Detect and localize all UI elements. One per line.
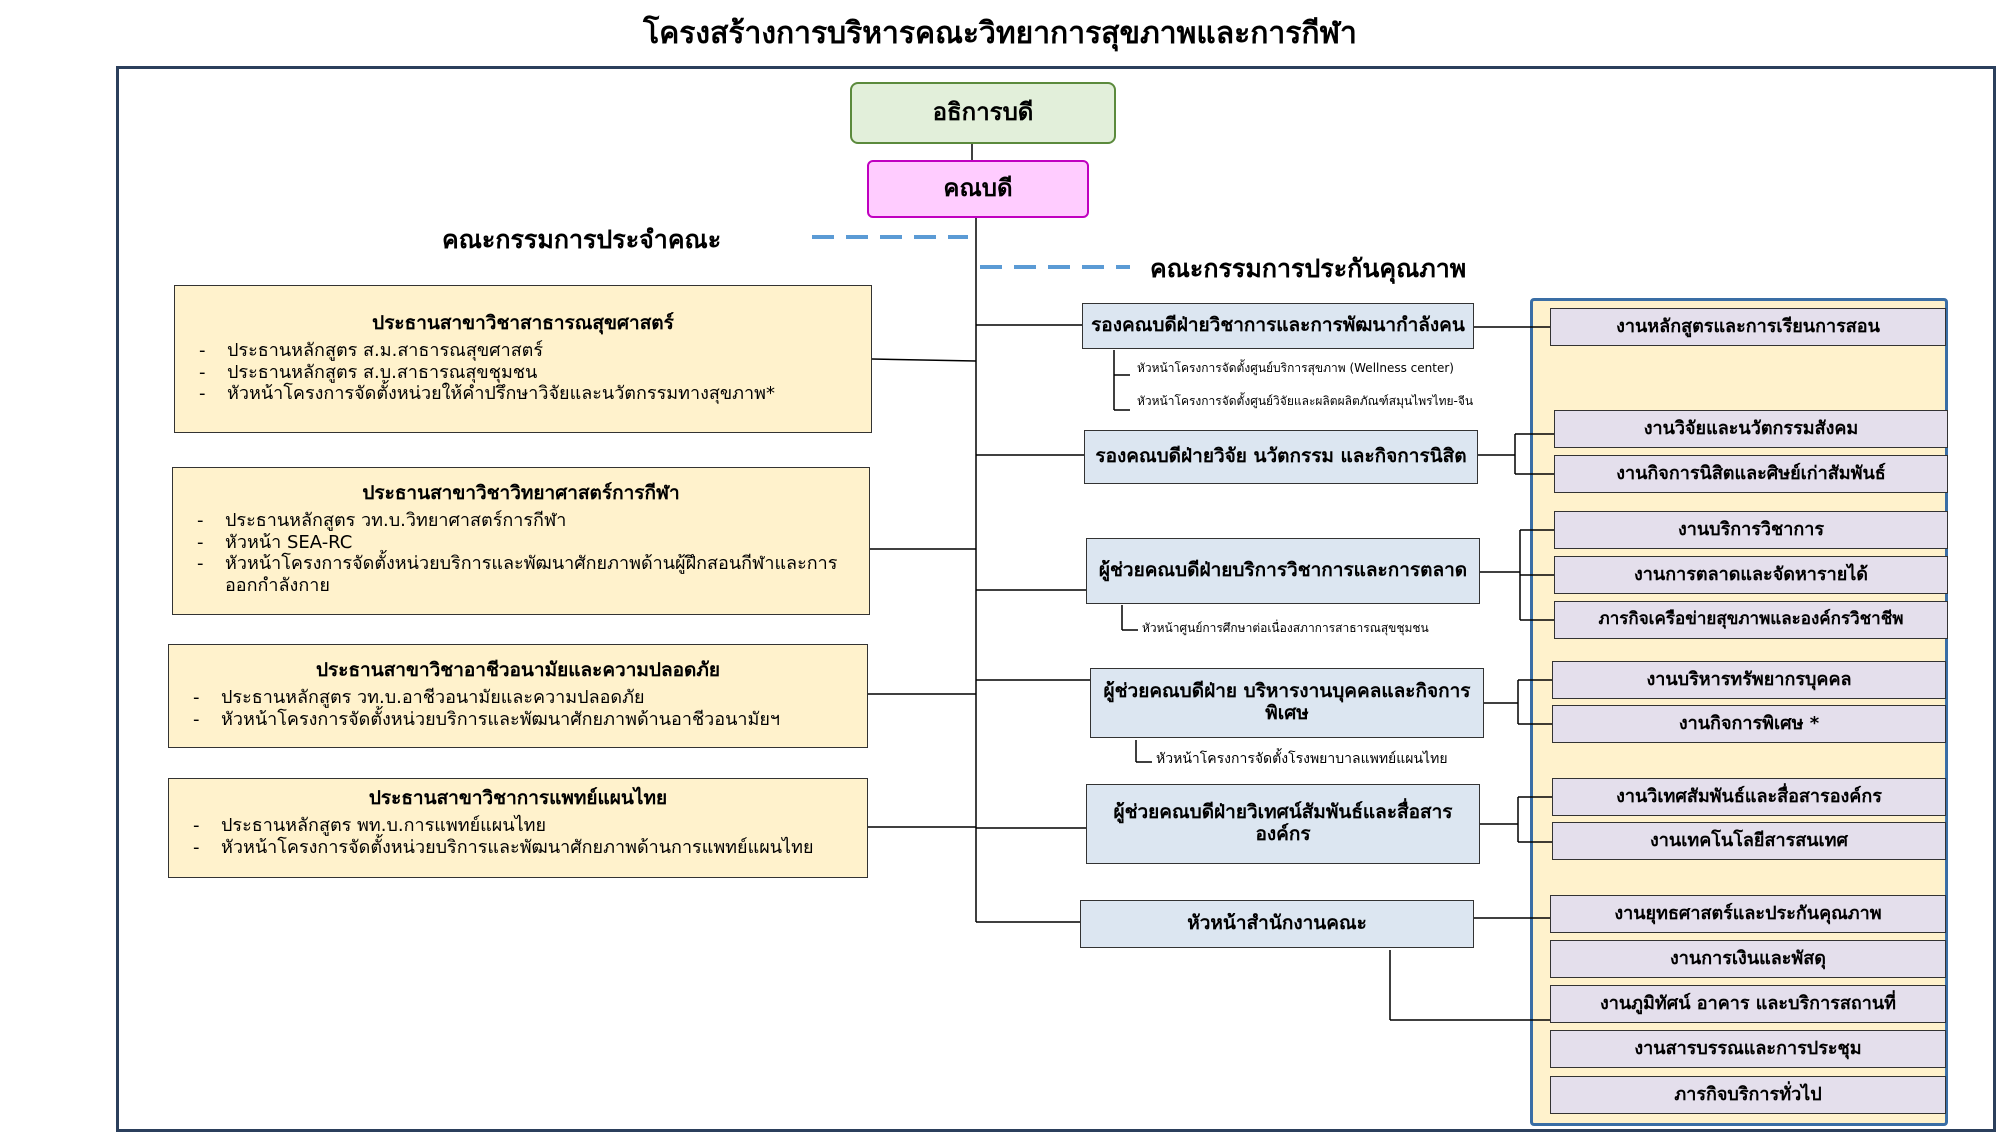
program-box-occupational-health: ประธานสาขาวิชาอาชีวอนามัยและความปลอดภัย … xyxy=(168,644,868,748)
unit-social-research: งานวิจัยและนวัตกรรมสังคม xyxy=(1554,410,1948,448)
program-item: หัวหน้าโครงการจัดตั้งหน่วยบริการและพัฒนา… xyxy=(187,553,855,596)
unit-human-resources: งานบริหารทรัพยากรบุคคล xyxy=(1552,661,1946,699)
program-item: ประธานหลักสูตร ส.ม.สาธารณสุขศาสตร์ xyxy=(189,340,857,362)
unit-general-service: ภารกิจบริการทั่วไป xyxy=(1550,1076,1946,1114)
program-box-public-health: ประธานสาขาวิชาสาธารณสุขศาสตร์ ประธานหลัก… xyxy=(174,285,872,433)
manager-personnel: ผู้ช่วยคณบดีฝ่าย บริหารงานบุคคลและกิจการ… xyxy=(1090,668,1484,738)
faculty-committee-label: คณะกรรมการประจำคณะ xyxy=(442,225,722,254)
unit-health-network: ภารกิจเครือข่ายสุขภาพและองค์กรวิชาชีพ xyxy=(1554,601,1948,639)
program-item: หัวหน้า SEA-RC xyxy=(187,532,855,554)
note-continuing-education: หัวหน้าศูนย์การศึกษาต่อเนื่องสภาการสาธาร… xyxy=(1142,621,1429,635)
program-head: ประธานสาขาวิชาการแพทย์แผนไทย xyxy=(368,787,668,809)
note-thai-hospital: หัวหน้าโครงการจัดตั้งโรงพยาบาลแพทย์แผนไท… xyxy=(1156,751,1448,767)
unit-curriculum: งานหลักสูตรและการเรียนการสอน xyxy=(1550,308,1946,346)
chart-title: โครงสร้างการบริหารคณะวิทยาการสุขภาพและกา… xyxy=(643,16,1357,51)
manager-academic: รองคณบดีฝ่ายวิชาการและการพัฒนากำลังคน xyxy=(1082,303,1474,349)
manager-academic-service: ผู้ช่วยคณบดีฝ่ายบริการวิชาการและการตลาด xyxy=(1086,538,1480,604)
unit-international: งานวิเทศสัมพันธ์และสื่อสารองค์กร xyxy=(1552,778,1946,816)
program-item: ประธานหลักสูตร ส.บ.สาธารณสุขชุมชน xyxy=(189,362,857,384)
program-item: ประธานหลักสูตร พท.บ.การแพทย์แผนไทย xyxy=(183,815,853,837)
unit-special-affairs: งานกิจการพิเศษ * xyxy=(1552,705,1946,743)
unit-facilities: งานภูมิทัศน์ อาคาร และบริการสถานที่ xyxy=(1550,985,1946,1023)
unit-student-affairs: งานกิจการนิสิตและศิษย์เก่าสัมพันธ์ xyxy=(1554,455,1948,493)
president-box: อธิการบดี xyxy=(850,82,1116,144)
program-box-thai-medicine: ประธานสาขาวิชาการแพทย์แผนไทย ประธานหลักส… xyxy=(168,778,868,878)
dean-box: คณบดี xyxy=(867,160,1089,218)
program-head: ประธานสาขาวิชาอาชีวอนามัยและความปลอดภัย xyxy=(315,659,721,681)
program-box-sport-science: ประธานสาขาวิชาวิทยาศาสตร์การกีฬา ประธานห… xyxy=(172,467,870,615)
manager-international: ผู้ช่วยคณบดีฝ่ายวิเทศน์สัมพันธ์และสื่อสา… xyxy=(1086,784,1480,864)
unit-it: งานเทคโนโลยีสารสนเทศ xyxy=(1552,822,1946,860)
program-item: ประธานหลักสูตร วท.บ.วิทยาศาสตร์การกีฬา xyxy=(187,510,855,532)
note-wellness: หัวหน้าโครงการจัดตั้งศูนย์บริการสุขภาพ (… xyxy=(1137,361,1454,375)
unit-academic-service: งานบริการวิชาการ xyxy=(1554,511,1948,549)
office-head: หัวหน้าสำนักงานคณะ xyxy=(1080,900,1474,948)
note-herbal: หัวหน้าโครงการจัดตั้งศูนย์วิจัยและผลิตผล… xyxy=(1137,394,1474,408)
program-head: ประธานสาขาวิชาวิทยาศาสตร์การกีฬา xyxy=(362,482,680,504)
program-item: หัวหน้าโครงการจัดตั้งหน่วยให้คำปรึกษาวิจ… xyxy=(189,383,857,405)
program-item: หัวหน้าโครงการจัดตั้งหน่วยบริการและพัฒนา… xyxy=(183,709,853,731)
manager-research: รองคณบดีฝ่ายวิจัย นวัตกรรม และกิจการนิสิ… xyxy=(1084,430,1478,484)
program-head: ประธานสาขาวิชาสาธารณสุขศาสตร์ xyxy=(372,312,674,334)
unit-finance: งานการเงินและพัสดุ xyxy=(1550,940,1946,978)
program-item: ประธานหลักสูตร วท.บ.อาชีวอนามัยและความปล… xyxy=(183,687,853,709)
unit-marketing: งานการตลาดและจัดหารายได้ xyxy=(1554,556,1948,594)
unit-correspondence: งานสารบรรณและการประชุม xyxy=(1550,1030,1946,1068)
unit-strategy-qa: งานยุทธศาสตร์และประกันคุณภาพ xyxy=(1550,895,1946,933)
program-item: หัวหน้าโครงการจัดตั้งหน่วยบริการและพัฒนา… xyxy=(183,837,853,859)
qa-committee-label: คณะกรรมการประกันคุณภาพ xyxy=(1150,254,1467,283)
